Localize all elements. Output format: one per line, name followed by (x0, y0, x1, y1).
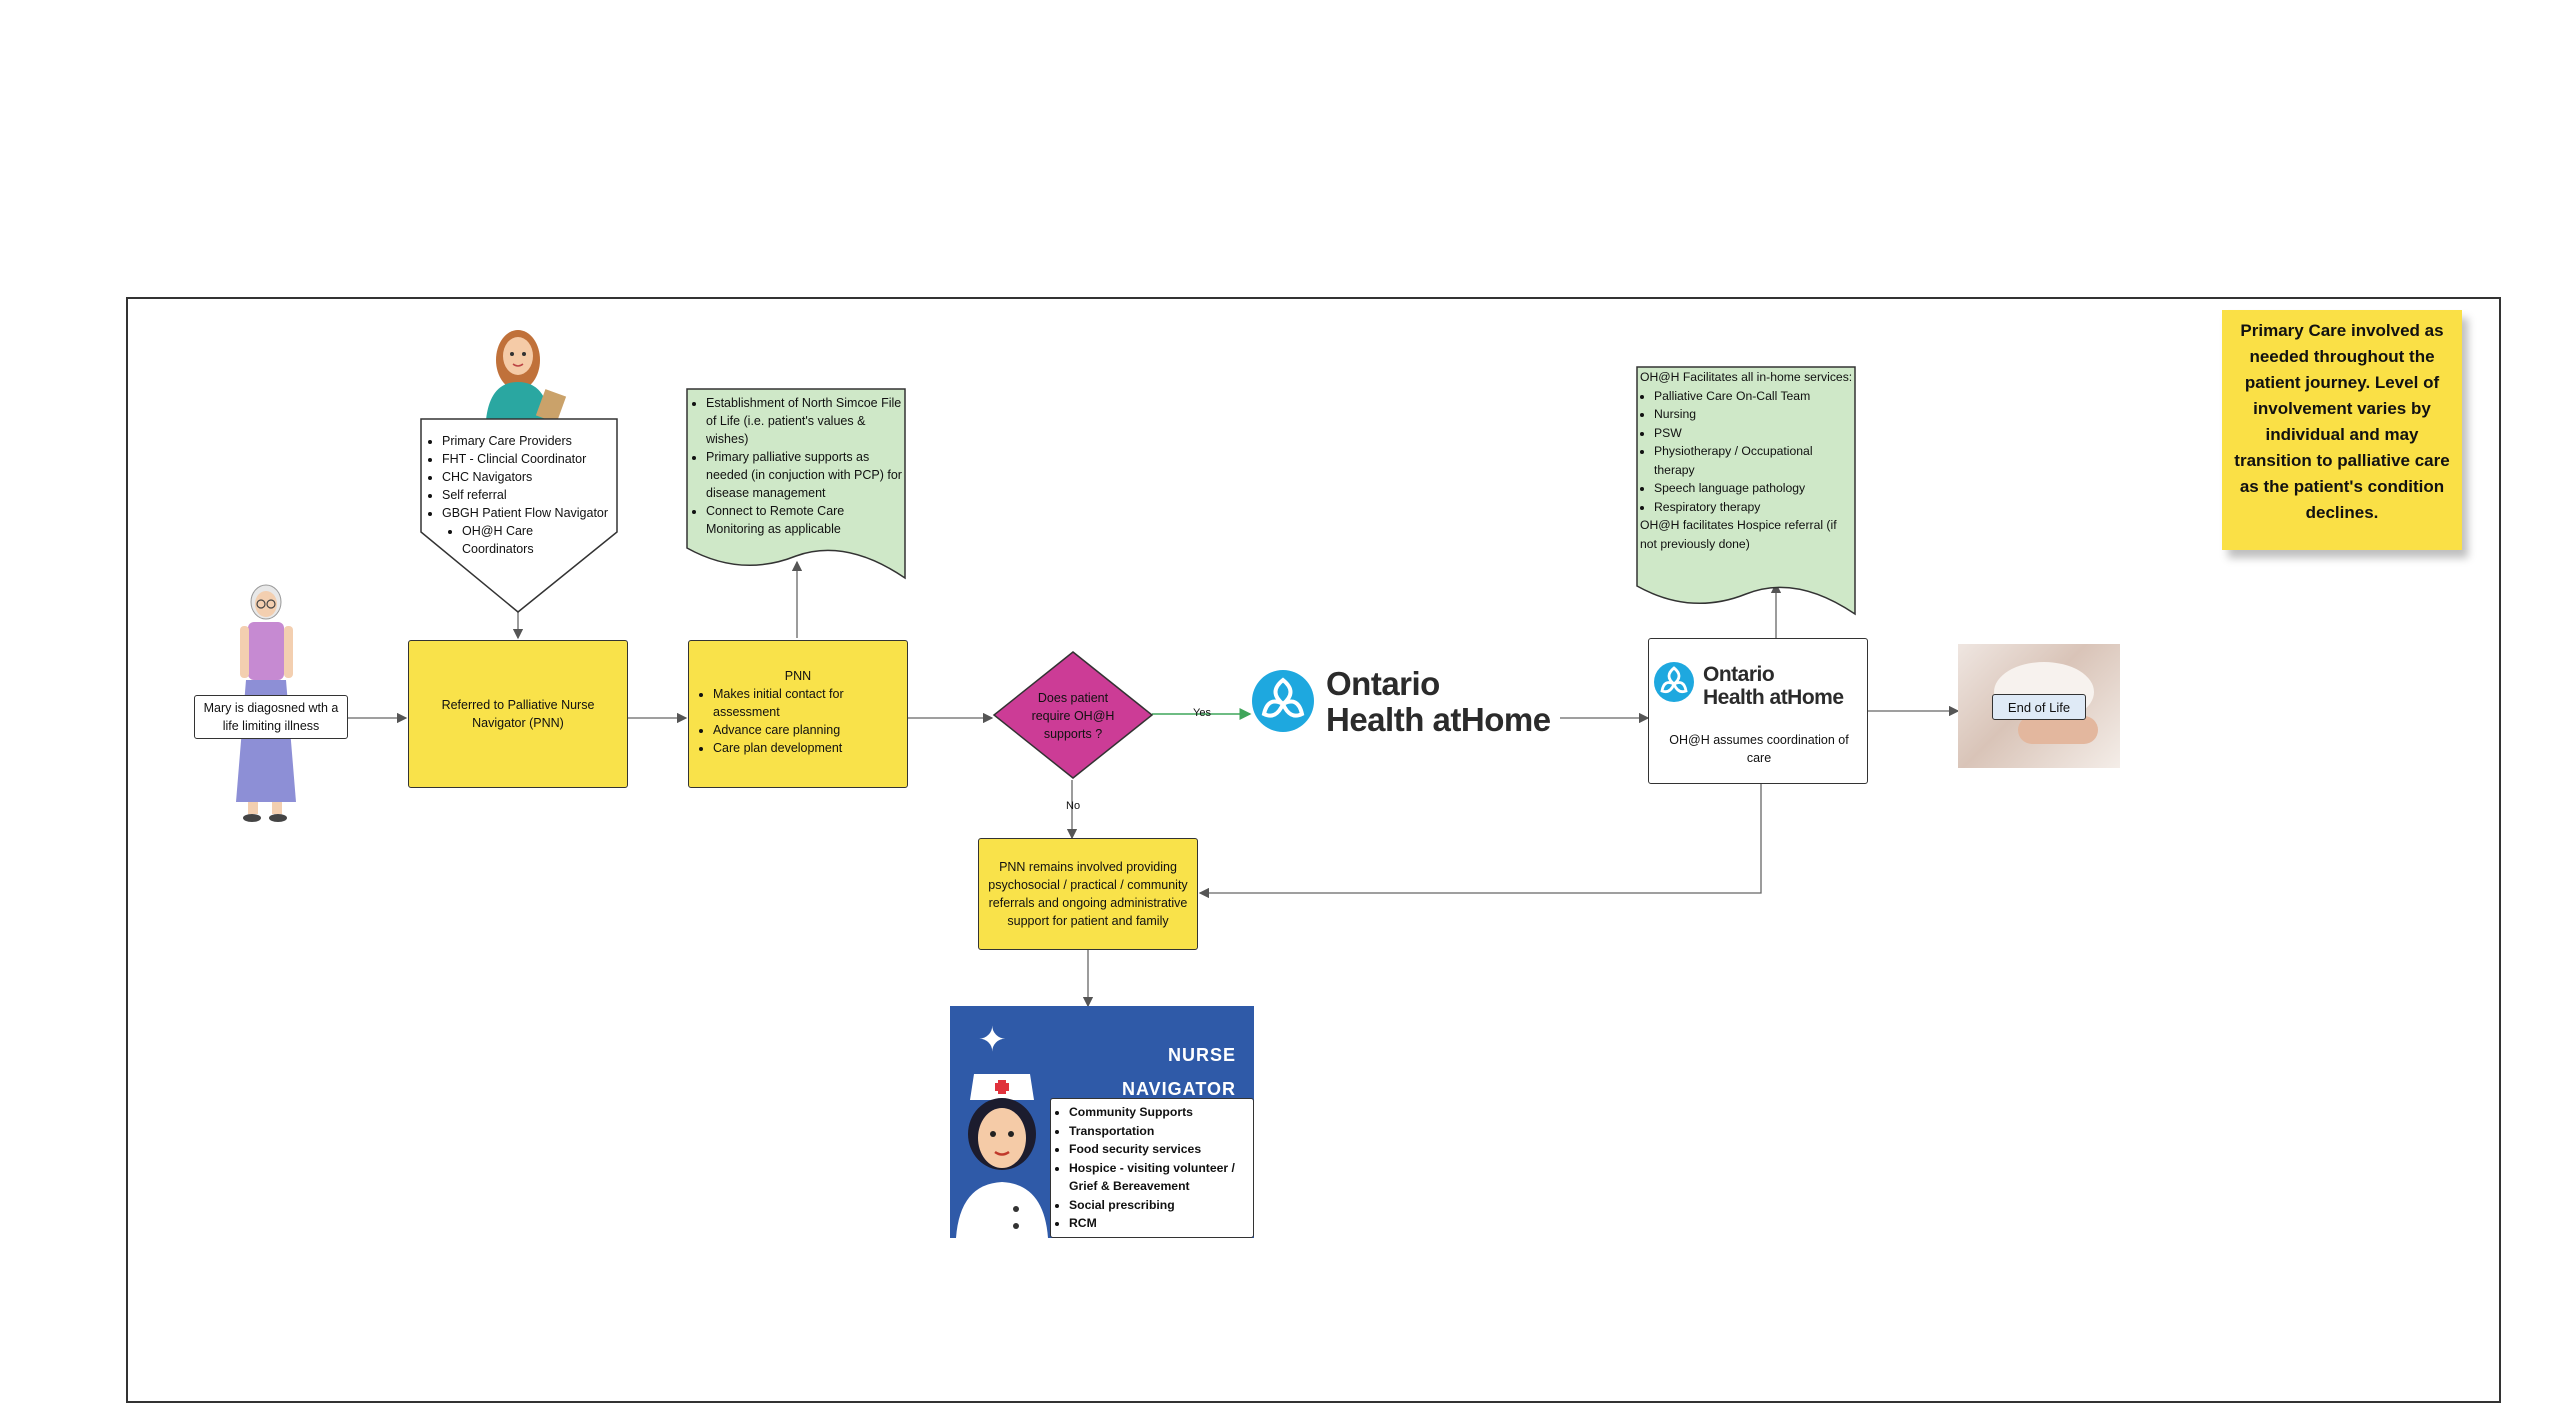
decision-no-label: No (1066, 800, 1081, 812)
start-label: Mary is diagosned wth a life limiting il… (203, 701, 339, 733)
ohah-service-item: Speech language pathology (1654, 479, 1854, 498)
navigator-list: Community Supports Transportation Food s… (1050, 1098, 1254, 1238)
referral-sources-shape (420, 418, 618, 613)
navigator-item: Community Supports (1069, 1103, 1247, 1122)
referral-source-subitem: OH@H Care Coordinators (462, 522, 558, 558)
referral-sources: Primary Care Providers FHT - Clincial Co… (428, 432, 614, 558)
navigator-line1: NURSE (1167, 1045, 1236, 1065)
pnn-doc-item: Primary palliative supports as needed (i… (706, 448, 904, 502)
arrow-ohah-back-to-pnn (1198, 784, 1762, 899)
sparkle-icon: ✦ (978, 1021, 1007, 1059)
pnn-docs: Establishment of North Simcoe File of Li… (692, 394, 904, 538)
navigator-nurse-icon (956, 1074, 1048, 1238)
navigator-item: Transportation (1069, 1122, 1247, 1141)
decision-yes-label: Yes (1193, 707, 1211, 719)
referred-node: Referred to Palliative Nurse Navigator (… (408, 640, 628, 788)
navigator-card: ✦ NURSE NAVIGATOR Community Supports Tra… (950, 1006, 1254, 1238)
referred-label: Referred to Palliative Nurse Navigator (… (441, 698, 595, 730)
hands-shape (2018, 716, 2098, 744)
ohah-services-footer: OH@H facilitates Hospice referral (if no… (1640, 518, 1837, 551)
pnn-item: Advance care planning (713, 721, 897, 739)
ohah-node: Ontario Health atHome OH@H assumes coord… (1648, 638, 1868, 784)
ohah-services-intro: OH@H Facilitates all in-home services: (1640, 370, 1853, 384)
pnn-doc-item: Establishment of North Simcoe File of Li… (706, 394, 904, 448)
ohah-line2: Health atHome (1703, 686, 1844, 709)
ohah-service-item: Palliative Care On-Call Team (1654, 387, 1854, 406)
navigator-item: Food security services (1069, 1140, 1247, 1159)
referral-source-item: FHT - Clincial Coordinator (442, 450, 614, 468)
navigator-title: NURSE NAVIGATOR (1122, 1038, 1236, 1106)
ohah-text: OH@H assumes coordination of care (1669, 733, 1849, 765)
end-of-life-photo: End of Life (1958, 644, 2120, 768)
ohah-trillium-icon (1654, 662, 1694, 702)
referral-source-item: Primary Care Providers (442, 432, 614, 450)
brand-line2: Health atHome (1326, 701, 1551, 738)
pnn-remains-node: PNN remains involved providing psychosoc… (978, 838, 1198, 950)
ohah-wordmark: Ontario Health atHome (1703, 663, 1844, 709)
navigator-line2: NAVIGATOR (1121, 1079, 1236, 1099)
decision-label: Does patient require OH@H supports ? (1031, 691, 1115, 741)
navigator-item: Social prescribing (1069, 1196, 1247, 1215)
pnn-doc-item: Connect to Remote Care Monitoring as app… (706, 502, 904, 538)
start-node: Mary is diagosned wth a life limiting il… (194, 695, 348, 739)
ohah-service-item: Respiratory therapy (1654, 498, 1854, 517)
brand-line1: Ontario (1326, 665, 1440, 702)
navigator-item: Hospice - visiting volunteer / Grief & B… (1069, 1159, 1247, 1196)
ohah-services: OH@H Facilitates all in-home services: P… (1640, 368, 1854, 553)
navigator-item: RCM (1069, 1214, 1247, 1233)
pnn-remains-label: PNN remains involved providing psychosoc… (988, 860, 1188, 928)
sticky-note-text: Primary Care involved as needed througho… (2234, 321, 2450, 522)
nurse-icon (486, 330, 567, 420)
pnn-item: Makes initial contact for assessment (713, 685, 897, 721)
ontario-trillium-icon (1252, 670, 1314, 732)
referral-source-item: CHC Navigators (442, 468, 614, 486)
pnn-docs-shape (686, 388, 906, 580)
pnn-item: Care plan development (713, 739, 897, 757)
end-of-life-label: End of Life (1992, 694, 2086, 720)
ohah-line1: Ontario (1703, 663, 1775, 686)
ohah-service-item: Physiotherapy / Occupational therapy (1654, 442, 1854, 479)
ohah-service-item: Nursing (1654, 405, 1854, 424)
pnn-node: PNN Makes initial contact for assessment… (688, 640, 908, 788)
referral-source-item: GBGH Patient Flow Navigator (442, 504, 614, 522)
pnn-title: PNN (784, 669, 812, 683)
ohah-services-shape (1636, 366, 1856, 616)
referral-source-item: Self referral (442, 486, 614, 504)
decision-shape (992, 651, 1154, 779)
sticky-note: Primary Care involved as needed througho… (2222, 310, 2462, 550)
brand-wordmark: Ontario Health atHome (1326, 666, 1551, 738)
ohah-service-item: PSW (1654, 424, 1854, 443)
